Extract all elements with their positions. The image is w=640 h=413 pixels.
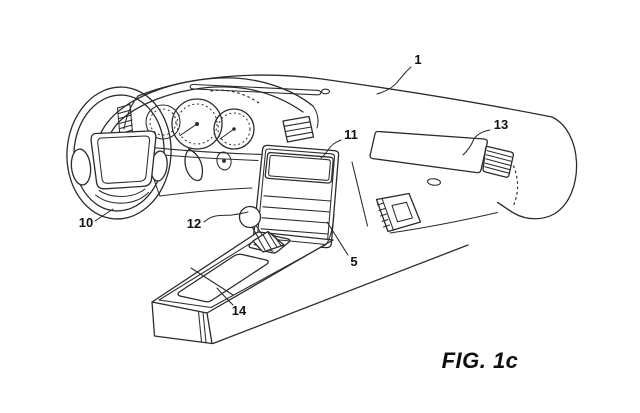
stack-control-slats <box>260 195 332 235</box>
leader-5 <box>326 221 349 256</box>
defroster-vent-strip <box>189 83 322 96</box>
wheel-spoke-left <box>70 148 92 186</box>
gauge-needle <box>219 128 235 140</box>
leader-14 <box>216 287 234 306</box>
gauge-right <box>213 108 255 150</box>
center-console <box>151 213 469 345</box>
wheel-lower-arc-1 <box>98 188 146 198</box>
figure-caption: FIG. 1c <box>442 348 519 373</box>
gauge-center <box>171 98 223 150</box>
side-vent-frame <box>482 145 515 178</box>
passenger-side-vent <box>482 145 515 178</box>
console-rail-curve <box>325 213 335 246</box>
steering-wheel <box>66 86 172 220</box>
gear-shifter <box>238 205 285 253</box>
cluster-hood-arc <box>107 86 304 141</box>
dash-right-end-cap <box>496 116 578 220</box>
leader-lines <box>94 66 491 306</box>
reference-numerals: 1 11 13 10 12 5 14 <box>79 52 508 318</box>
dash-lower-edge-right <box>389 211 499 234</box>
console-top-surface <box>151 231 334 314</box>
shifter-knob <box>238 205 262 229</box>
cluster-hood-tip <box>312 105 319 129</box>
glovebox-upper-panel <box>369 130 488 174</box>
leader-1 <box>376 66 412 95</box>
center-stack <box>252 144 340 249</box>
display-screen-inner <box>268 154 331 181</box>
console-side-lower-edge <box>212 244 469 345</box>
console-storage-bin <box>177 253 269 303</box>
leader-13 <box>462 129 491 156</box>
ref-label-10: 10 <box>79 215 93 230</box>
dashboard-body <box>123 74 578 234</box>
dash-kick-edge <box>351 161 369 227</box>
ref-label-5: 5 <box>350 254 357 269</box>
ref-label-11: 11 <box>344 127 358 142</box>
wheel-center-pad <box>90 130 157 190</box>
leader-10 <box>94 208 114 222</box>
gauge-needle <box>179 123 198 137</box>
glovebox-keyhole <box>427 178 441 186</box>
display-screen <box>264 151 334 184</box>
dash-lower-edge-left <box>159 187 253 197</box>
cluster-cowl-arc <box>99 77 314 136</box>
console-front-faces <box>151 301 213 345</box>
defroster-strip-end <box>320 88 331 95</box>
center-air-vent <box>282 115 315 143</box>
ignition-switch <box>216 151 232 171</box>
leader-12 <box>203 211 249 223</box>
shifter-stalk <box>251 226 259 238</box>
column-stalk <box>184 148 204 182</box>
end-cap-seam-dotted <box>512 165 519 208</box>
ref-label-1: 1 <box>414 52 421 67</box>
ref-label-14: 14 <box>232 303 247 318</box>
wheel-pad-inner <box>97 135 151 184</box>
dash-top-edge <box>137 74 553 118</box>
under-dash-bracket <box>375 192 422 233</box>
leader-11 <box>320 139 342 159</box>
wheel-lower-arc-2 <box>94 191 150 204</box>
ref-label-12: 12 <box>187 216 201 231</box>
ref-label-13: 13 <box>494 117 508 132</box>
